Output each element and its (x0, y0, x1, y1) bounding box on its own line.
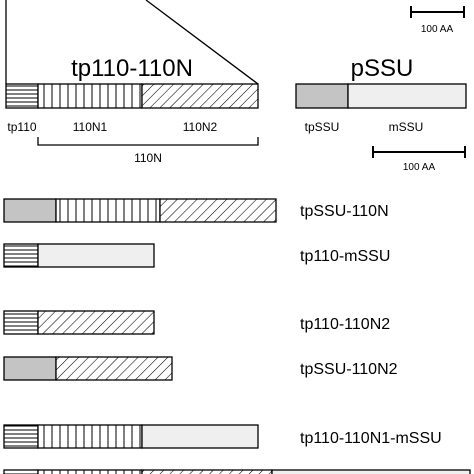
segment-tp110 (3, 310, 39, 335)
chimera-tp110-mSSU: tp110-mSSU (3, 243, 390, 268)
chimera-tp110-110N1-mSSU: tp110-110N1-mSSU (3, 424, 442, 449)
chimera-label: tp110-110N2 (300, 316, 390, 333)
chimera-tp110-110N2: tp110-110N2 (3, 310, 390, 335)
segment-110N1 (37, 83, 143, 109)
segment-mSSU (347, 83, 467, 109)
label-tp110: tp110 (7, 120, 36, 134)
scale-bar-top-label: 100 AA (421, 24, 454, 35)
chimera-tpSSU-110N: tpSSU-110N (3, 198, 389, 223)
chimera-tpSSU-110N2: tpSSU-110N2 (3, 356, 398, 381)
label-110N2: 110N2 (183, 120, 218, 134)
segment-tpSSU (3, 356, 57, 381)
segment-110N2 (159, 198, 277, 223)
segment-tp110 (3, 469, 39, 474)
zoom-line-right (145, 0, 259, 85)
segment-110N1 (37, 424, 143, 449)
segment-110N2 (55, 356, 173, 381)
label-mSSU: mSSU (389, 120, 424, 134)
segment-110N2 (37, 310, 155, 335)
pssu-construct-bar (295, 83, 467, 109)
segment-tp110 (3, 424, 39, 449)
segment-110N2 (141, 83, 259, 109)
chimera-label: tpSSU-110N2 (300, 361, 398, 378)
segment-tp110 (3, 243, 39, 268)
segment-mSSU (37, 243, 155, 268)
segment-110N1 (37, 469, 143, 474)
bracket-110N-label: 110N (134, 151, 162, 165)
chimera-label: tpSSU-110N (300, 203, 389, 220)
segment-tpSSU (3, 198, 57, 223)
segment-tp110 (5, 83, 39, 109)
segment-mSSU (141, 424, 259, 449)
chimera-label: tp110-110N1-mSSU (300, 430, 442, 447)
label-110N1: 110N1 (73, 120, 108, 134)
scale-bar-middle-label: 100 AA (403, 162, 436, 173)
pssu-construct-title: pSSU (351, 55, 414, 82)
tp110-construct-bar (5, 83, 259, 109)
segment-extra (271, 469, 471, 474)
label-tpSSU: tpSSU (305, 120, 340, 134)
tp110-construct-title: tp110-110N (71, 55, 193, 82)
chimera-label: tp110-mSSU (300, 248, 390, 265)
bracket-110N (37, 137, 259, 146)
scale-bar-top: 100 AA (410, 6, 465, 35)
cropped-construct-bottom (3, 469, 471, 474)
scale-bar-middle: 100 AA (372, 146, 466, 173)
segment-tpSSU (295, 83, 349, 109)
segment-110N1 (55, 198, 161, 223)
segment-110N2 (141, 469, 273, 474)
